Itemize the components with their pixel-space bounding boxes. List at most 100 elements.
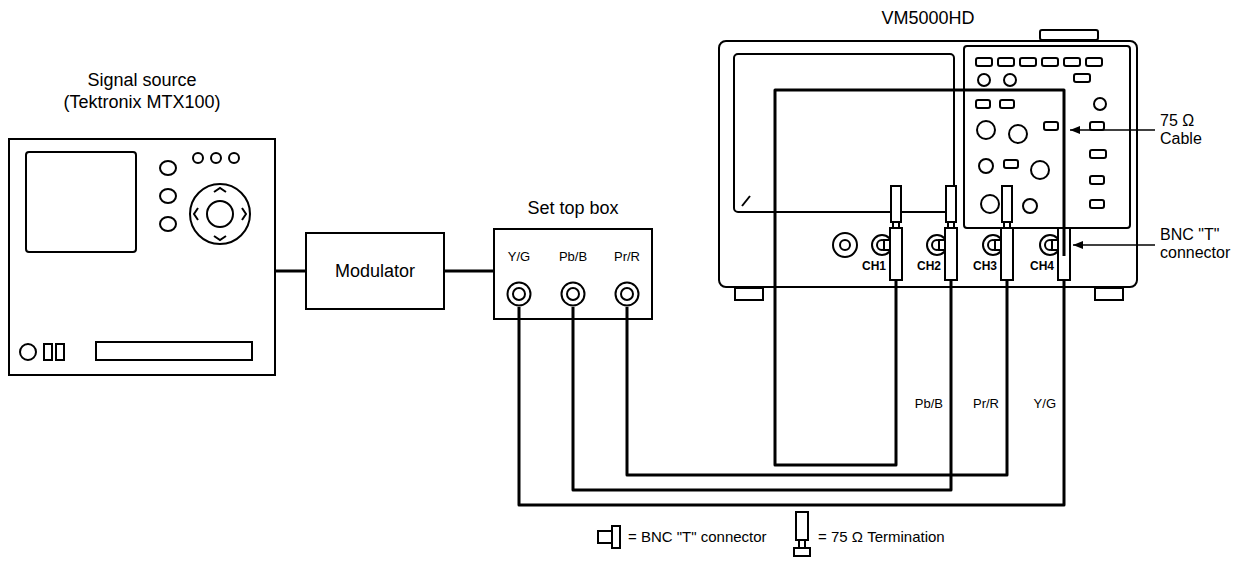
leader-line bbox=[1070, 130, 1155, 245]
scope-details bbox=[1004, 160, 1018, 168]
bnc-t-connector bbox=[945, 228, 957, 280]
scope-details bbox=[1020, 58, 1036, 66]
signal-source-details bbox=[26, 152, 136, 252]
signal-source-details bbox=[20, 344, 36, 360]
device-title: VM5000HD bbox=[881, 8, 974, 30]
video-cable bbox=[775, 90, 1064, 465]
termination bbox=[946, 186, 956, 222]
scope-details bbox=[981, 195, 999, 213]
scope-details bbox=[977, 121, 995, 139]
port-label: Pr/R bbox=[614, 250, 640, 264]
legend-symbol bbox=[612, 526, 620, 548]
scope-details bbox=[1023, 199, 1037, 213]
output-jack: Pr/R bbox=[604, 250, 650, 307]
modulator-box: Modulator bbox=[305, 232, 445, 310]
legend-entry: = 75 Ω Termination bbox=[818, 528, 945, 545]
port-jack bbox=[513, 288, 525, 300]
scope-details bbox=[976, 58, 992, 66]
set-top-box: Set top boxY/G Pb/B Pr/R bbox=[493, 198, 653, 320]
output-jack: Pb/B bbox=[550, 250, 596, 307]
wire-label: Pb/B bbox=[913, 396, 945, 411]
port-jack bbox=[508, 283, 531, 306]
wire-label: Y/G bbox=[1032, 396, 1058, 411]
port-jack bbox=[506, 281, 532, 307]
video-cable bbox=[573, 280, 951, 490]
signal-source-details bbox=[96, 342, 252, 360]
port-jack bbox=[616, 283, 639, 306]
waveform-monitor: VM5000HD CH1 CH2 CH3 CH4 bbox=[718, 8, 1138, 288]
leader-line bbox=[1073, 244, 1155, 246]
channel-label: CH2 bbox=[917, 259, 941, 273]
signal-source-details bbox=[229, 153, 239, 163]
scope-details bbox=[1042, 58, 1058, 66]
channel-input: CH2 bbox=[917, 256, 963, 280]
scope-details bbox=[1044, 122, 1058, 130]
signal-cable bbox=[276, 270, 305, 273]
signal-cable bbox=[445, 270, 493, 273]
scope-details bbox=[978, 74, 990, 86]
signal-source-details bbox=[193, 153, 203, 163]
signal-source-details bbox=[160, 217, 176, 231]
termination bbox=[1002, 186, 1012, 222]
scope-details bbox=[735, 288, 763, 300]
device-title: Set top box bbox=[527, 198, 618, 220]
video-cable bbox=[519, 280, 1064, 505]
scope-details bbox=[1000, 100, 1014, 108]
signal-source-details bbox=[160, 189, 176, 203]
termination bbox=[1004, 222, 1010, 228]
channel-input: CH3 bbox=[973, 256, 1019, 280]
legend-text: = BNC "T" connector bbox=[628, 528, 767, 545]
port-label: Y/G bbox=[508, 250, 530, 264]
signal-source-details bbox=[160, 161, 176, 175]
termination bbox=[891, 186, 1012, 228]
scope-details bbox=[1009, 125, 1027, 143]
scope-details bbox=[979, 159, 993, 173]
callout-label: 75 Ω Cable bbox=[1160, 112, 1234, 149]
box-label: Modulator bbox=[335, 261, 415, 282]
signal-source-details bbox=[44, 344, 52, 360]
port-jack bbox=[614, 281, 640, 307]
scope-details bbox=[1095, 288, 1123, 300]
scope-details bbox=[734, 30, 1130, 300]
video-cable bbox=[627, 280, 1007, 475]
legend-symbol bbox=[794, 548, 810, 556]
channel-label: CH1 bbox=[862, 259, 886, 273]
device-outline bbox=[718, 40, 1138, 288]
termination bbox=[948, 222, 954, 228]
termination bbox=[891, 186, 901, 222]
signal-source-details bbox=[56, 344, 64, 360]
signal-source-details bbox=[20, 152, 252, 360]
scope-details bbox=[1090, 176, 1104, 184]
device-title: Signal source (Tektronix MTX100) bbox=[52, 70, 232, 113]
scope-details bbox=[833, 233, 857, 257]
device-outline bbox=[8, 138, 276, 376]
signal-source-details bbox=[190, 184, 250, 244]
output-jack: Y/G bbox=[496, 250, 542, 307]
scope-details bbox=[1031, 161, 1049, 179]
scope-details bbox=[1004, 74, 1016, 86]
bnc-t-connector bbox=[1001, 228, 1013, 280]
port-jack bbox=[562, 283, 585, 306]
channel-input: CH4 bbox=[1030, 256, 1076, 280]
device-heading: VM5000HD bbox=[718, 8, 1138, 30]
scope-details bbox=[1090, 200, 1104, 208]
legend-symbol bbox=[799, 540, 805, 548]
scope-details bbox=[742, 196, 750, 206]
signal-source-details bbox=[194, 188, 246, 240]
legend-symbol bbox=[598, 531, 612, 543]
scope-details bbox=[998, 58, 1014, 66]
legend-symbol bbox=[598, 512, 810, 556]
port-jack bbox=[621, 288, 633, 300]
scope-details bbox=[964, 46, 1130, 228]
legend-symbol bbox=[796, 512, 808, 540]
port-label: Pb/B bbox=[559, 250, 587, 264]
device-heading: Set top box bbox=[493, 198, 653, 220]
legend-entry: = BNC "T" connector bbox=[628, 528, 767, 545]
scope-details bbox=[1094, 98, 1106, 110]
device-heading: Signal source (Tektronix MTX100) bbox=[8, 70, 276, 113]
termination bbox=[893, 222, 899, 228]
signal-source: Signal source (Tektronix MTX100) bbox=[8, 70, 276, 376]
scope-details bbox=[734, 54, 954, 212]
scope-details bbox=[976, 100, 990, 108]
